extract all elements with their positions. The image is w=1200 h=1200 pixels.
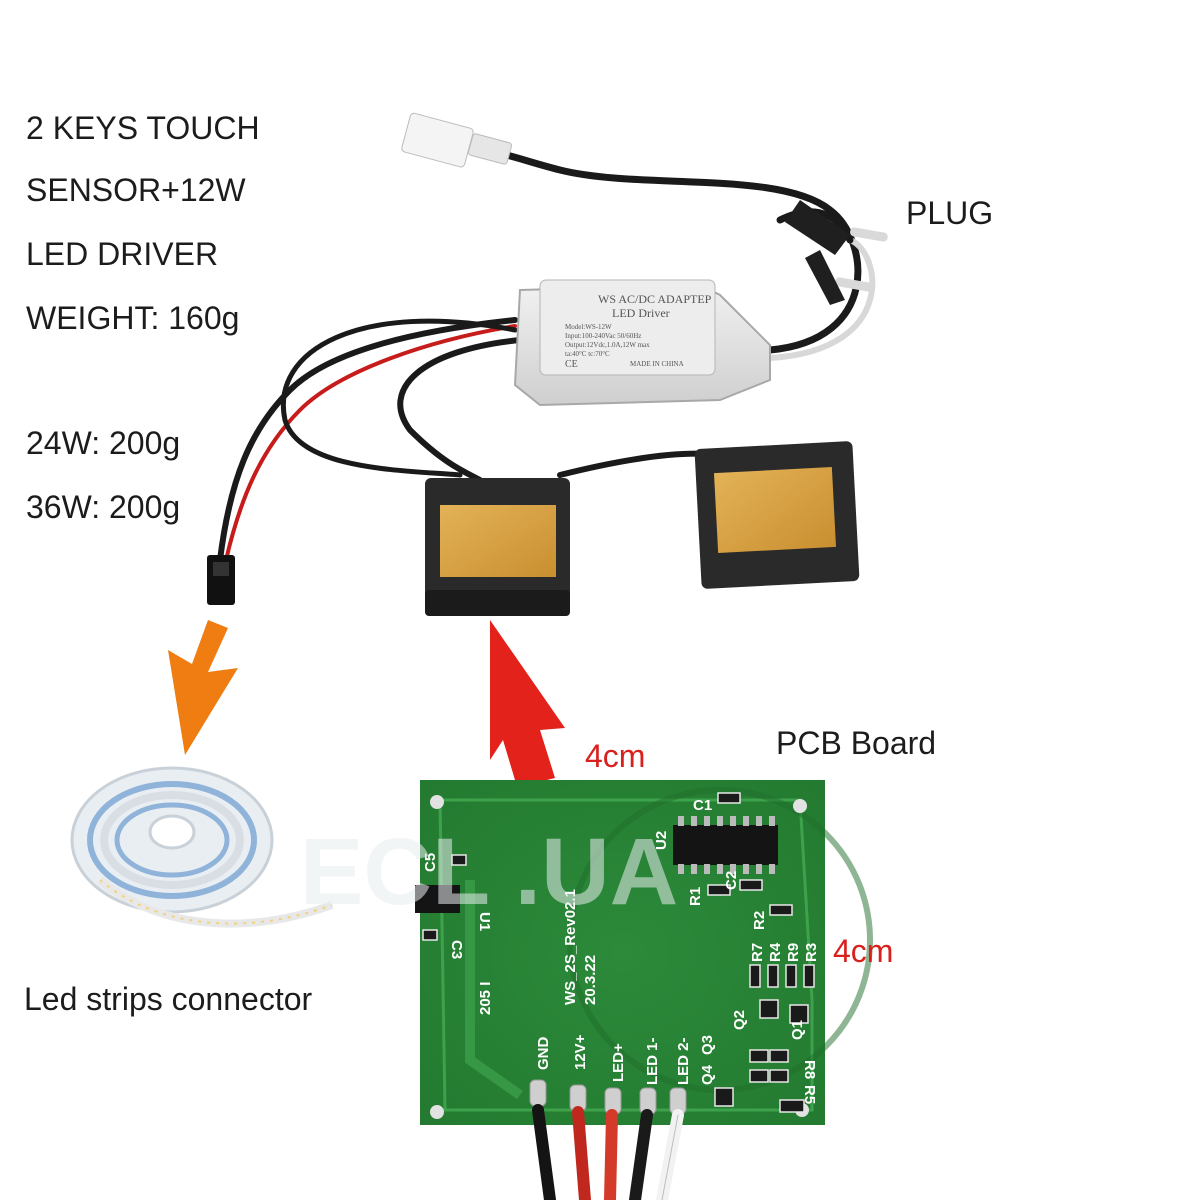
- svg-text:Q1: Q1: [789, 1020, 806, 1040]
- svg-text:Input:100-240Vac 50/60Hz: Input:100-240Vac 50/60Hz: [565, 332, 641, 340]
- spec-line-2: SENSOR+12W: [26, 172, 246, 208]
- spec-line-1: 2 KEYS TOUCH: [26, 110, 260, 146]
- plug-label: PLUG: [906, 195, 994, 231]
- svg-text:C1: C1: [693, 797, 712, 814]
- cables: [217, 146, 876, 563]
- svg-text:205 I: 205 I: [477, 982, 494, 1015]
- svg-text:C3: C3: [448, 940, 465, 959]
- svg-text:Model:WS-12W: Model:WS-12W: [565, 323, 612, 331]
- svg-text:U1: U1: [476, 912, 493, 931]
- svg-text:R9: R9: [785, 943, 802, 962]
- svg-text:R1: R1: [687, 887, 704, 906]
- svg-text:U2: U2: [653, 831, 670, 850]
- pcb-wires: [532, 1104, 684, 1200]
- svg-text:R4: R4: [767, 942, 784, 962]
- led-connector-label: Led strips connector: [24, 981, 313, 1017]
- pcb-board-label: PCB Board: [776, 725, 937, 761]
- orange-arrow-icon: [168, 620, 238, 755]
- svg-text:WS AC/DC ADAPTEP: WS AC/DC ADAPTEP: [598, 292, 712, 306]
- spec-line-6: 36W: 200g: [26, 489, 181, 525]
- svg-text:12V+: 12V+: [572, 1034, 589, 1070]
- svg-text:20.3.22: 20.3.22: [582, 955, 599, 1005]
- svg-text:LED+: LED+: [610, 1043, 627, 1082]
- svg-text:R2: R2: [751, 911, 768, 930]
- chip-u2: [673, 825, 778, 865]
- svg-text:C2: C2: [723, 871, 740, 890]
- sm-connector: [207, 555, 235, 605]
- plug-icon: [785, 200, 888, 305]
- svg-text:Q2: Q2: [731, 1010, 748, 1030]
- svg-text:R3: R3: [803, 943, 820, 962]
- svg-text:R6: R6: [751, 1121, 770, 1138]
- jst-connector: [401, 112, 512, 168]
- svg-text:MADE IN CHINA: MADE IN CHINA: [630, 360, 684, 368]
- pcb-board: C1 U2 C5 U1 C3 R1 C2 R2 R7 R4 R9 R3 Q2 Q…: [415, 780, 873, 1138]
- red-arrow-icon: [490, 620, 565, 790]
- svg-text:GND: GND: [535, 1037, 552, 1071]
- chip-u1: [415, 885, 460, 913]
- svg-text:LED 1-: LED 1-: [644, 1037, 661, 1085]
- svg-text:LED Driver: LED Driver: [612, 306, 670, 320]
- svg-text:R8: R8: [801, 1060, 818, 1079]
- svg-text:Q4: Q4: [699, 1064, 716, 1085]
- led-driver: WS AC/DC ADAPTEP LED Driver Model:WS-12W…: [513, 279, 771, 407]
- svg-text:R7: R7: [749, 943, 766, 962]
- touch-sensor-2: [694, 441, 860, 589]
- svg-text:CE: CE: [565, 359, 578, 370]
- svg-text:ta:40°C tc:70°C: ta:40°C tc:70°C: [565, 350, 610, 358]
- height-dimension-label: 4cm: [833, 933, 894, 969]
- spec-line-5: 24W: 200g: [26, 425, 181, 461]
- svg-text:LED 2-: LED 2-: [675, 1037, 692, 1085]
- spec-line-4: WEIGHT: 160g: [26, 300, 240, 336]
- led-strip-reel: [70, 766, 334, 928]
- svg-text:C5: C5: [422, 853, 439, 872]
- touch-sensor-1: [425, 478, 570, 616]
- width-dimension-label: 4cm: [585, 738, 646, 774]
- svg-text:Output:12Vdc,1.0A,12W max: Output:12Vdc,1.0A,12W max: [565, 341, 650, 349]
- watermark: ECL .UA: [300, 819, 679, 925]
- svg-text:Q3: Q3: [699, 1035, 716, 1055]
- svg-text:R5: R5: [801, 1085, 818, 1104]
- svg-text:WS_2S_Rev02.1: WS_2S_Rev02.1: [562, 889, 579, 1005]
- spec-line-3: LED DRIVER: [26, 236, 219, 272]
